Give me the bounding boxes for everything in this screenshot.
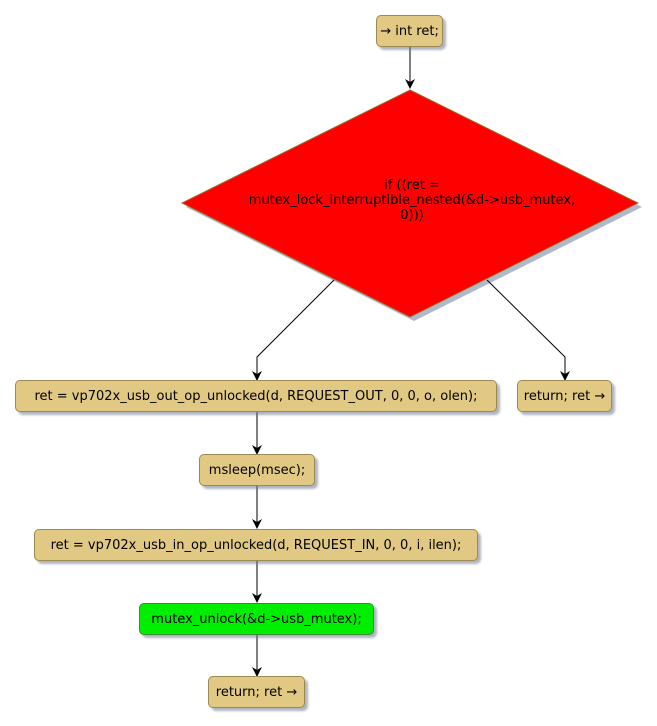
- out-op-label: ret = vp702x_usb_out_op_unlocked(d, REQU…: [34, 388, 478, 404]
- in-op-label: ret = vp702x_usb_in_op_unlocked(d, REQUE…: [50, 537, 462, 553]
- edge-decision-to-out-op: [252, 279, 335, 381]
- out-op-node: ret = vp702x_usb_out_op_unlocked(d, REQU…: [15, 380, 497, 412]
- decision-line-1: if ((ret =: [384, 178, 440, 193]
- decision-label: if ((ret = mutex_lock_interruptible_nest…: [222, 178, 602, 223]
- decision-line-3: 0))): [400, 208, 424, 223]
- return-right-label: return; ret →: [523, 388, 606, 404]
- return-bottom-node: return; ret →: [208, 676, 305, 708]
- edge-decision-to-return-right: [486, 279, 570, 381]
- unlock-node: mutex_unlock(&d->usb_mutex);: [139, 603, 374, 635]
- sleep-node: msleep(msec);: [199, 454, 315, 486]
- start-node: → int ret;: [376, 15, 443, 47]
- start-node-label: → int ret;: [380, 23, 439, 39]
- in-op-node: ret = vp702x_usb_in_op_unlocked(d, REQUE…: [34, 529, 478, 561]
- return-bottom-label: return; ret →: [215, 684, 298, 700]
- unlock-label: mutex_unlock(&d->usb_mutex);: [151, 611, 362, 627]
- decision-diamond: [180, 89, 640, 318]
- return-right-node: return; ret →: [517, 380, 612, 412]
- decision-line-2: mutex_lock_interruptible_nested(&d->usb_…: [248, 193, 576, 208]
- sleep-label: msleep(msec);: [208, 462, 306, 478]
